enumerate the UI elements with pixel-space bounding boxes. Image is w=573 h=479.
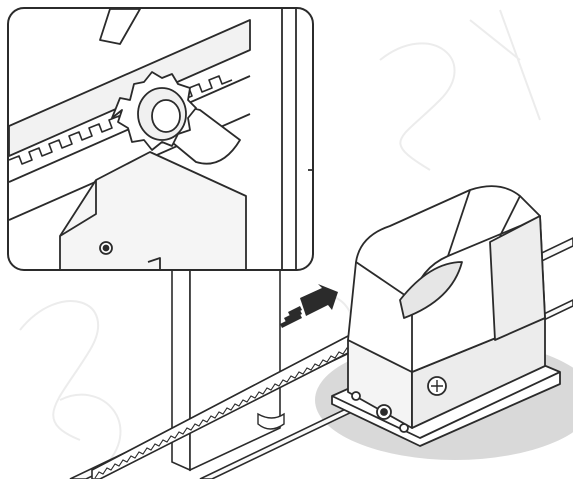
direction-arrow-icon [280, 284, 338, 328]
drive-pinion [111, 71, 197, 151]
detail-inset [7, 7, 314, 271]
gate-post [171, 269, 281, 472]
gate-motor-unit [331, 185, 561, 447]
rack-bracket [257, 412, 285, 430]
gear-rack [91, 333, 364, 479]
motor-lens [399, 261, 463, 319]
